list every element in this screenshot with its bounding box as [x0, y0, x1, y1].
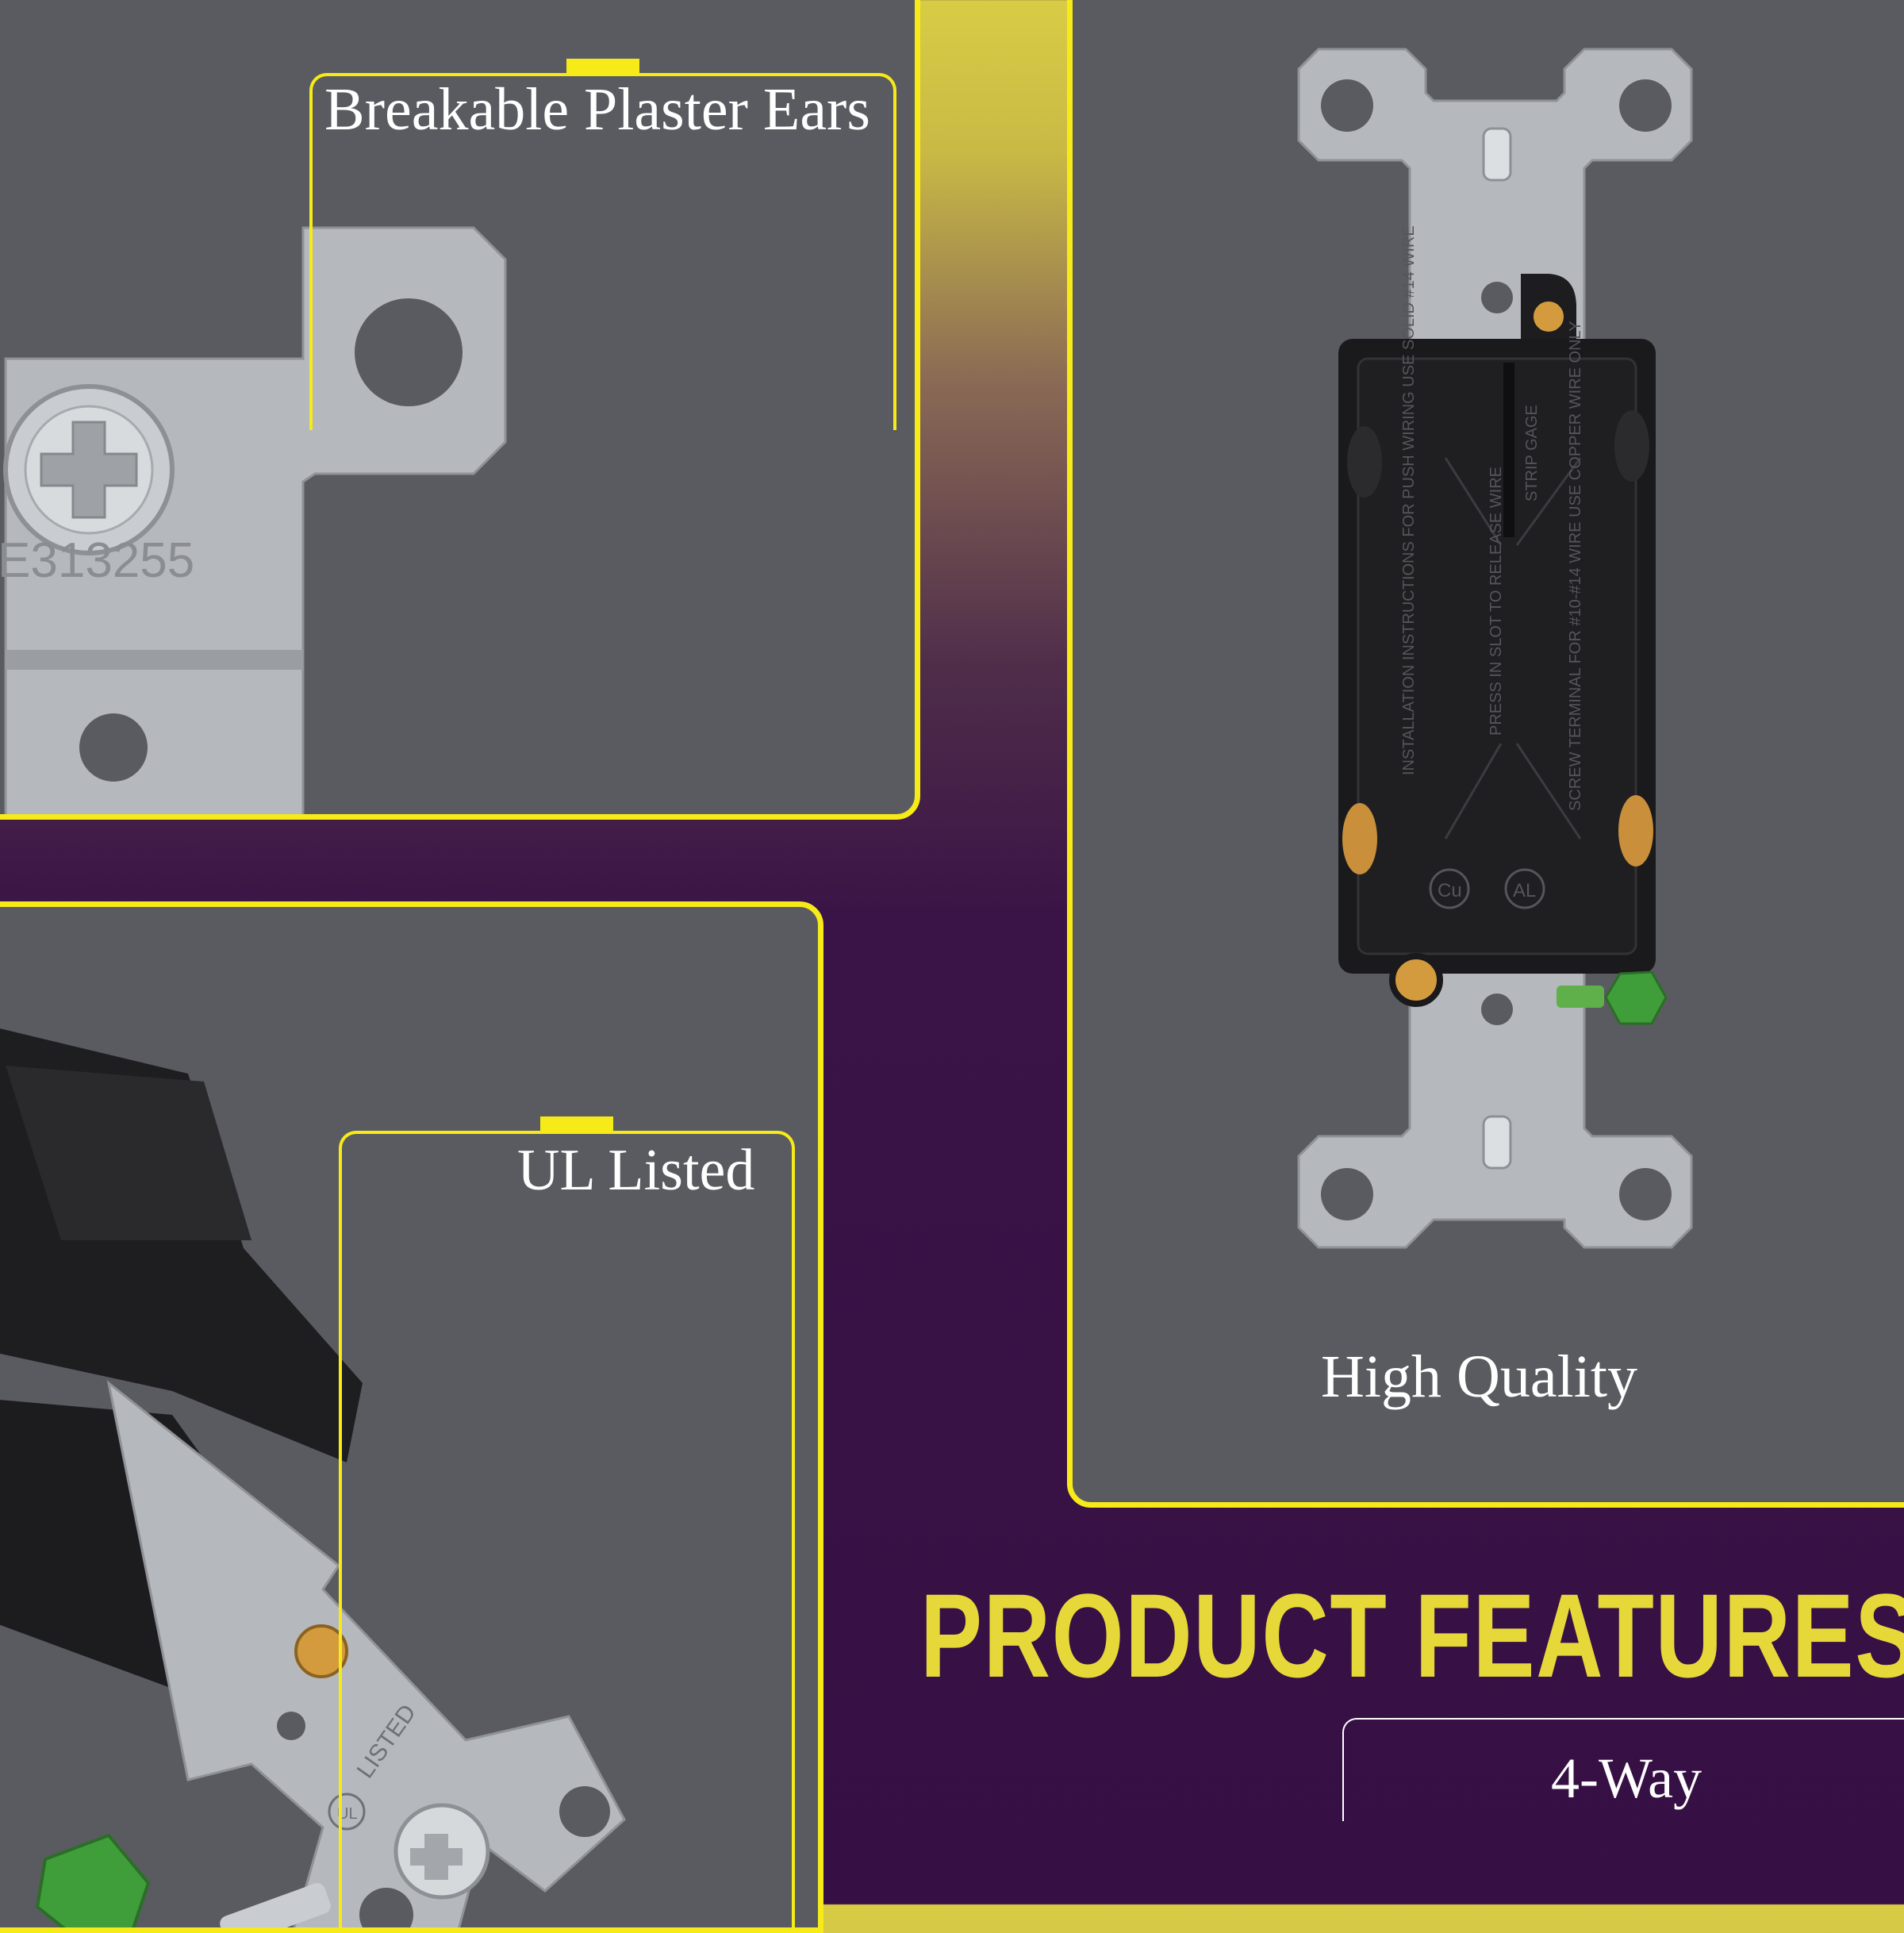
strip-gage-marking: STRIP GAGE [1523, 405, 1541, 502]
release-marking: PRESS IN SLOT TO RELEASE WIRE [1488, 467, 1505, 736]
installation-instructions-marking: INSTALLATION INSTRUCTIONS FOR PUSH WIRIN… [1400, 225, 1418, 775]
feature-panel-high-quality: INSTALLATION INSTRUCTIONS FOR PUSH WIRIN… [1067, 0, 1904, 1508]
badge-label: 4-Way [1551, 1747, 1702, 1810]
callout-frame [339, 1116, 795, 1927]
badge-frame [1342, 1718, 1904, 1821]
screw-terminal-marking: SCREW TERMINAL FOR #10-#14 WIRE USE COPP… [1567, 321, 1584, 811]
product-code-marking: E313255 [0, 533, 194, 588]
feature-label-high-quality: High Quality [1321, 1343, 1637, 1410]
ul-logo-marking: UL [337, 1805, 358, 1823]
callout-frame [309, 59, 896, 430]
plaster-ear-illustration: E313255 [0, 226, 507, 814]
callout-nub [566, 59, 639, 75]
feature-panel-ul-listed: UL LISTED UL Listed [0, 901, 823, 1933]
feature-panel-plaster-ears: E313255 Breakable Plaster Ears [0, 0, 920, 820]
al-marking: AL [1513, 880, 1536, 901]
cu-marking: Cu [1438, 880, 1462, 901]
feature-label-ul-listed: UL Listed [517, 1138, 755, 1203]
feature-label-plaster-ears: Breakable Plaster Ears [324, 76, 870, 143]
ul-switch-illustration: UL LISTED [0, 1028, 626, 1927]
section-heading: PRODUCT FEATURES [920, 1569, 1904, 1702]
switch-front-illustration: INSTALLATION INSTRUCTIONS FOR PUSH WIRIN… [1297, 48, 1693, 1249]
callout-nub [540, 1116, 613, 1132]
